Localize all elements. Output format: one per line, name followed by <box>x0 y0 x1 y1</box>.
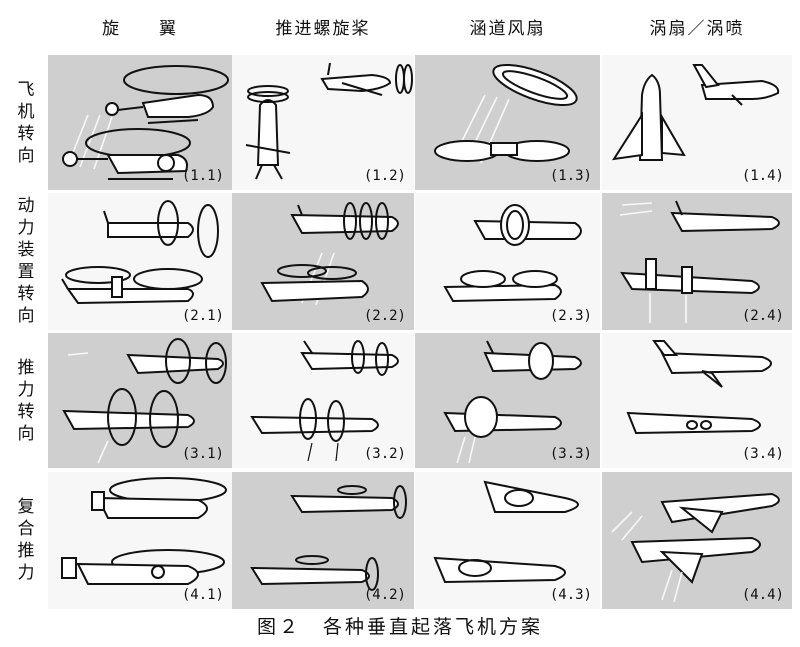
cell-1-3-ducted-fan-aircraft-tilt: (1.3) <box>415 55 600 190</box>
cell-caption: (3.3) <box>549 446 592 462</box>
cell-4-4-turbofan-compound-thrust: (4.4) <box>602 472 792 609</box>
row-header-char: 飞 <box>17 79 35 100</box>
cell-3-3-ducted-fan-thrust-vectoring: (3.3) <box>415 333 600 468</box>
tiltwing-propeller-illustration <box>260 202 399 306</box>
cell-caption: (3.1) <box>181 446 224 462</box>
row-header-char: 向 <box>17 145 35 166</box>
cell-1-4-turbofan-aircraft-tilt: (1.4) <box>602 55 792 190</box>
tiltrotor-illustration <box>61 200 219 305</box>
cell-caption: (2.4) <box>741 308 784 324</box>
cell-3-4-turbofan-thrust-vectoring: (3.4) <box>602 333 792 468</box>
row-header-compound-thrust: 复 合 推 力 <box>8 472 44 607</box>
row-header-char: 推 <box>17 540 35 561</box>
cell-caption: (3.2) <box>363 446 406 462</box>
lift-fan-propeller-illustration <box>250 485 407 591</box>
deflected-propeller-illustration <box>250 340 399 462</box>
column-header-turbofan: 涡扇／涡喷 <box>649 19 745 39</box>
column-header-ducted-fan: 涵道风扇 <box>469 19 546 39</box>
row-header-char: 动 <box>17 195 35 216</box>
cell-caption: (4.3) <box>549 587 592 603</box>
cell-caption: (1.3) <box>549 168 592 184</box>
row-header-powerplant-tilt: 动 力 装 置 转 向 <box>8 193 44 328</box>
cell-1-2-propeller-aircraft-tilt: (1.2) <box>232 55 414 190</box>
tilt-engine-jet-illustration <box>619 200 780 323</box>
cell-caption: (1.1) <box>181 168 224 184</box>
cell-2-3-ducted-fan-powerplant-tilt: (2.3) <box>415 193 600 330</box>
figure-caption: 图２ 各种垂直起落飞机方案 <box>256 616 543 638</box>
row-header-char: 合 <box>17 518 35 539</box>
row-header-char: 力 <box>17 217 35 238</box>
column-header-rotor: 旋 翼 <box>102 19 178 39</box>
cell-caption: (1.4) <box>741 168 784 184</box>
row-header-char: 机 <box>17 101 35 122</box>
row-header-char: 复 <box>17 496 35 517</box>
row-header-char: 转 <box>17 123 35 144</box>
column-header-propeller: 推进螺旋桨 <box>275 19 371 39</box>
vectored-thrust-jet-illustration <box>626 340 772 435</box>
cell-2-2-propeller-powerplant-tilt: (2.2) <box>232 193 414 330</box>
cell-2-1-rotor-powerplant-tilt: (2.1) <box>48 193 232 330</box>
row-header-char: 力 <box>17 562 35 583</box>
cell-4-1-rotor-compound-thrust: (4.1) <box>48 472 232 609</box>
compound-helicopter-illustration <box>61 477 227 585</box>
row-header-char: 转 <box>17 401 35 422</box>
vectored-duct-illustration <box>443 340 582 464</box>
cell-caption: (1.2) <box>363 168 406 184</box>
cell-3-2-propeller-thrust-vectoring: (3.2) <box>232 333 414 468</box>
cell-3-1-rotor-thrust-vectoring: (3.1) <box>48 333 232 468</box>
cell-caption: (2.1) <box>181 308 224 324</box>
row-header-char: 向 <box>17 423 35 444</box>
cell-caption: (3.4) <box>741 446 784 462</box>
cell-4-3-ducted-fan-compound-thrust: (4.3) <box>415 472 600 609</box>
row-header-aircraft-tilt: 飞 机 转 向 <box>8 55 44 190</box>
lift-cruise-jet-illustration <box>611 492 780 603</box>
row-header-char: 转 <box>17 283 35 304</box>
cell-4-2-propeller-compound-thrust: (4.2) <box>232 472 414 609</box>
tilt-duct-illustration <box>443 204 582 303</box>
tailsitter-jet-illustration <box>611 64 780 161</box>
fan-in-wing-illustration <box>433 480 579 584</box>
cell-1-1-rotor-aircraft-tilt: (1.1) <box>48 55 232 190</box>
row-header-thrust-vectoring: 推 力 转 向 <box>8 333 44 468</box>
cell-caption: (4.4) <box>741 587 784 603</box>
cell-caption: (2.2) <box>363 308 406 324</box>
tailsitter-propeller-illustration <box>245 62 413 180</box>
row-header-char: 装 <box>17 239 35 260</box>
cell-caption: (2.3) <box>549 308 592 324</box>
row-header-char: 推 <box>17 357 35 378</box>
helicopter-illustration <box>62 65 229 180</box>
ducted-fan-platform-illustration <box>434 64 578 164</box>
row-header-char: 置 <box>17 261 35 282</box>
cell-caption: (4.2) <box>363 587 406 603</box>
deflected-slipstream-rotor-illustration <box>62 338 227 464</box>
cell-2-4-turbofan-powerplant-tilt: (2.4) <box>602 193 792 330</box>
cell-caption: (4.1) <box>181 587 224 603</box>
row-header-char: 力 <box>17 379 35 400</box>
row-header-char: 向 <box>17 305 35 326</box>
